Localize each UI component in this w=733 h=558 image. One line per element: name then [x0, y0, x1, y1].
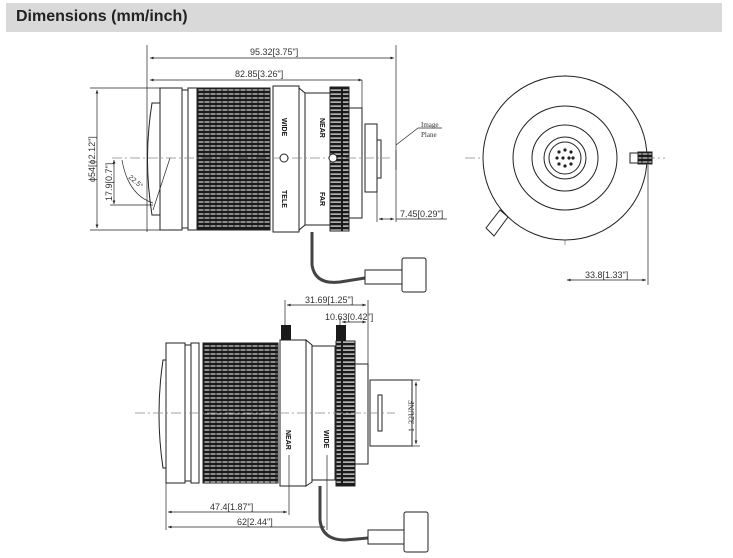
image-plane-label-1: Image	[421, 121, 439, 129]
wide-distance-label: 62[2.44"]	[237, 517, 273, 527]
overall-length-label: 95.32[3.75"]	[250, 47, 298, 57]
angle-label: 22.5°	[127, 173, 145, 190]
wide-label: WIDE	[280, 118, 287, 137]
near-distance-label: 47.4[1.87"]	[210, 502, 253, 512]
front-view: 33.8[1.33"]	[465, 75, 665, 285]
side-view: 95.32[3.75"] 82.85[3.26"] WIDE TELE NEAR…	[87, 45, 447, 293]
screw-distance-label: 31.69[1.25"]	[305, 295, 353, 305]
top-view: NEAR WIDE 31.69[1.25"] 10.63[0.42"] 1–32…	[135, 295, 429, 553]
half-height-label: 17.9[0.7"]	[104, 163, 114, 201]
section-title: Dimensions (mm/inch)	[16, 8, 188, 25]
near-label: NEAR	[318, 118, 325, 138]
rear-screw-label: 10.63[0.42"]	[325, 312, 373, 322]
body-length-label: 82.85[3.26"]	[235, 69, 283, 79]
front-offset-label: 33.8[1.33"]	[585, 270, 628, 280]
near-label-top: NEAR	[284, 430, 291, 450]
section-header: Dimensions (mm/inch)	[6, 3, 722, 32]
wide-label-top: WIDE	[322, 430, 329, 449]
tele-label: TELE	[280, 190, 287, 208]
far-label: FAR	[318, 192, 325, 206]
diameter-label: ϕ54[ϕ2.12"]	[87, 136, 97, 182]
image-plane-label-2: Plane	[421, 131, 437, 139]
back-focus-label: 7.45[0.29"]	[400, 209, 443, 219]
mount-thread-label: 1–32UNF	[407, 399, 416, 432]
